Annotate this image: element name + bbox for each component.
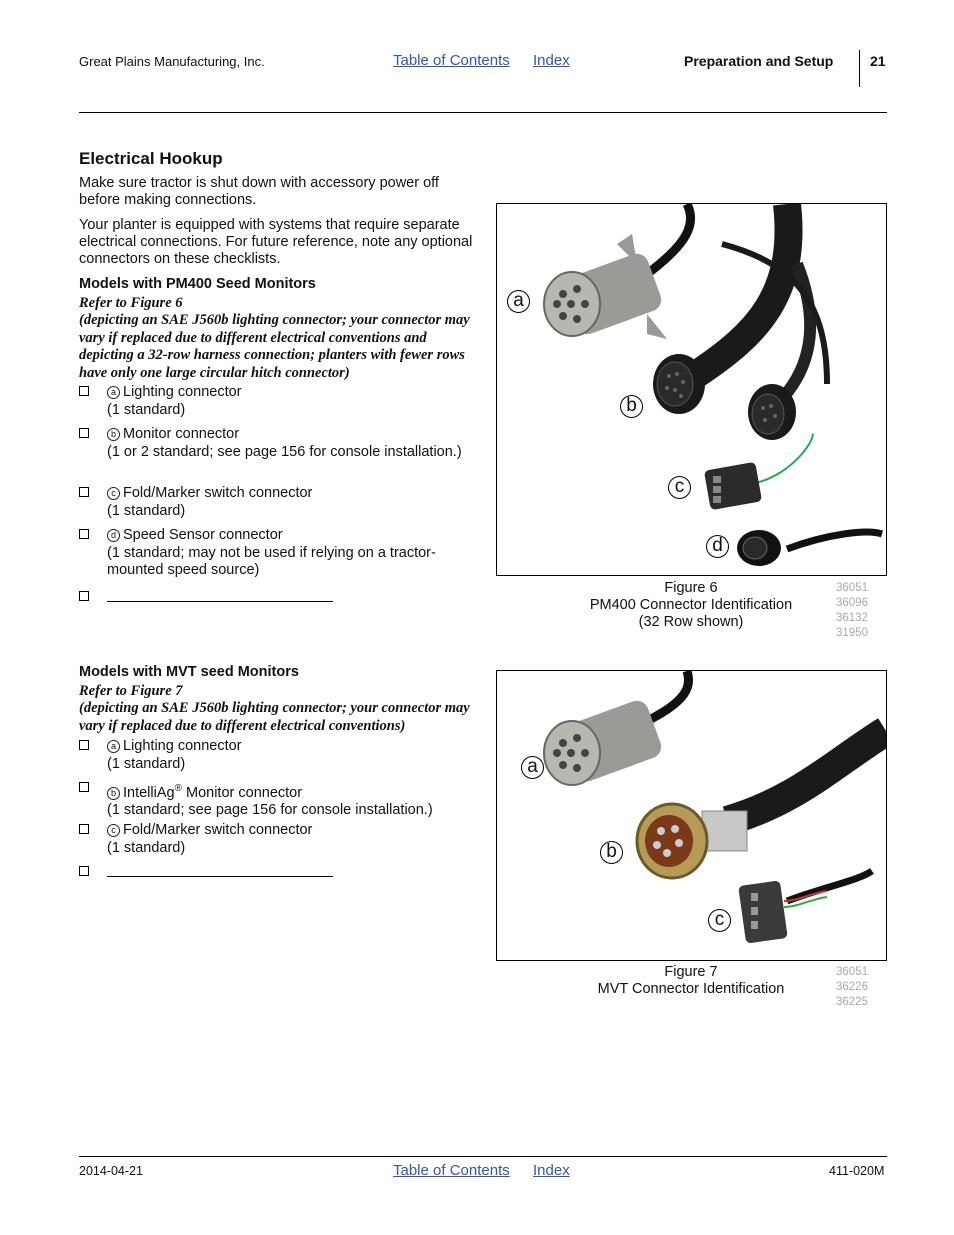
figure-7-number: Figure 7 bbox=[664, 964, 718, 980]
image-code: 36051 bbox=[836, 582, 868, 594]
checkbox-icon[interactable] bbox=[79, 824, 89, 834]
pm400-figure-ref: Refer to Figure 6 bbox=[79, 295, 183, 311]
intro-paragraph-2: Your planter is equipped with systems th… bbox=[79, 217, 473, 267]
callout-letter-icon: c bbox=[107, 824, 120, 837]
mvt-blank-item bbox=[79, 864, 474, 883]
figure-6-number: Figure 6 bbox=[664, 580, 718, 596]
figure-7-image-codes: 36051 36226 36225 bbox=[836, 965, 868, 1010]
callout-letter-icon: a bbox=[107, 740, 120, 753]
figure-7-caption: Figure 7 MVT Connector Identification bbox=[566, 964, 816, 998]
mvt-figure-ref: Refer to Figure 7 bbox=[79, 683, 183, 699]
item-detail: (1 standard) bbox=[107, 839, 186, 856]
item-label: Lighting connector bbox=[123, 738, 242, 754]
callout-b: b bbox=[620, 395, 643, 418]
item-label: Speed Sensor connector bbox=[123, 527, 283, 543]
figure-6-image-codes: 36051 36096 36132 31950 bbox=[836, 581, 868, 641]
callout-a: a bbox=[521, 756, 544, 779]
callout-d: d bbox=[706, 535, 729, 558]
pm400-connectors-illustration bbox=[543, 204, 884, 566]
item-detail: (1 standard) bbox=[107, 755, 186, 772]
figure-7-photo: a b c bbox=[496, 670, 887, 961]
item-label: IntelliAg bbox=[123, 784, 175, 801]
callout-a: a bbox=[507, 290, 530, 313]
footer-index-link[interactable]: Index bbox=[533, 1162, 570, 1179]
item-detail: (1 standard) bbox=[107, 502, 186, 519]
item-detail: (1 standard) bbox=[107, 401, 186, 418]
intro-paragraph-1: Make sure tractor is shut down with acce… bbox=[79, 175, 439, 208]
header-toc-link[interactable]: Table of Contents bbox=[393, 52, 510, 69]
pm400-ref-note: (depicting an SAE J560b lighting connect… bbox=[79, 312, 470, 381]
checkbox-icon[interactable] bbox=[79, 740, 89, 750]
mvt-heading: Models with MVT seed Monitors bbox=[79, 664, 299, 680]
registered-mark: ® bbox=[174, 783, 182, 794]
blank-line[interactable] bbox=[107, 589, 333, 602]
item-label-rest: Monitor connector bbox=[181, 784, 303, 801]
header-divider bbox=[859, 50, 860, 87]
item-label: Fold/Marker switch connector bbox=[123, 485, 313, 501]
pm400-blank-item bbox=[79, 589, 474, 608]
section-title: Preparation and Setup bbox=[684, 53, 834, 69]
item-label: Fold/Marker switch connector bbox=[123, 822, 313, 838]
callout-letter-icon: b bbox=[107, 786, 120, 800]
mvt-ref-note: (depicting an SAE J560b lighting connect… bbox=[79, 700, 470, 734]
pm400-heading: Models with PM400 Seed Monitors bbox=[79, 276, 316, 292]
checkbox-icon[interactable] bbox=[79, 782, 89, 792]
image-code: 36226 bbox=[836, 981, 868, 993]
image-code: 36051 bbox=[836, 966, 868, 978]
document-number: 411-020M bbox=[829, 1164, 885, 1178]
item-label: Monitor connector bbox=[123, 426, 240, 442]
figure-6-title: PM400 Connector Identification bbox=[589, 597, 793, 613]
mvt-connectors-illustration bbox=[543, 671, 886, 943]
callout-letter-icon: b bbox=[107, 428, 120, 441]
blank-line[interactable] bbox=[107, 864, 333, 877]
footer-toc-link[interactable]: Table of Contents bbox=[393, 1162, 510, 1179]
callout-letter-icon: a bbox=[107, 386, 120, 399]
page-number: 21 bbox=[870, 53, 886, 69]
header-index-link[interactable]: Index bbox=[533, 52, 570, 69]
item-detail: (1 or 2 standard; see page 156 for conso… bbox=[107, 443, 462, 460]
checkbox-icon[interactable] bbox=[79, 866, 89, 876]
callout-letter-icon: d bbox=[107, 529, 120, 542]
figure-6-photo: a b c d bbox=[496, 203, 887, 576]
header-rule bbox=[79, 112, 887, 113]
image-code: 31950 bbox=[836, 627, 868, 639]
image-code: 36225 bbox=[836, 996, 868, 1008]
figure-6-caption: Figure 6 PM400 Connector Identification … bbox=[566, 580, 816, 631]
checkbox-icon[interactable] bbox=[79, 529, 89, 539]
callout-c: c bbox=[708, 909, 731, 932]
item-detail: (1 standard; may not be used if relying … bbox=[107, 544, 436, 579]
item-detail: (1 standard; see page 156 for console in… bbox=[107, 802, 433, 819]
callout-b: b bbox=[600, 841, 623, 864]
checkbox-icon[interactable] bbox=[79, 591, 89, 601]
company-name: Great Plains Manufacturing, Inc. bbox=[79, 54, 265, 69]
checkbox-icon[interactable] bbox=[79, 386, 89, 396]
figure-7-title: MVT Connector Identification bbox=[597, 981, 785, 997]
footer-rule bbox=[79, 1156, 887, 1157]
checkbox-icon[interactable] bbox=[79, 487, 89, 497]
checkbox-icon[interactable] bbox=[79, 428, 89, 438]
item-label: Lighting connector bbox=[123, 384, 242, 400]
page-heading: Electrical Hookup bbox=[79, 149, 223, 168]
callout-letter-icon: c bbox=[107, 487, 120, 500]
footer-date: 2014-04-21 bbox=[79, 1164, 143, 1178]
image-code: 36096 bbox=[836, 597, 868, 609]
figure-6-note: (32 Row shown) bbox=[638, 614, 744, 630]
image-code: 36132 bbox=[836, 612, 868, 624]
callout-c: c bbox=[668, 476, 691, 499]
